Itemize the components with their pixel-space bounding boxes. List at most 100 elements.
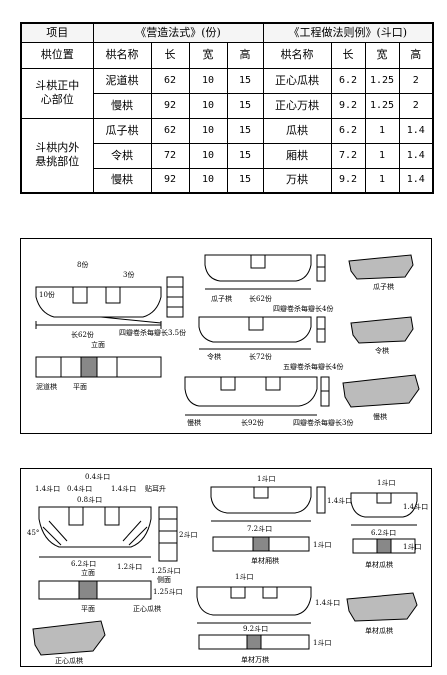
cell-name1: 瓜子栱 <box>92 117 152 144</box>
table-subheader-row: 栱位置 栱名称 长 宽 高 栱名称 长 宽 高 <box>20 41 434 69</box>
zhengxin-side <box>158 506 178 562</box>
cell-length2: 9.2 <box>330 92 366 119</box>
label-photo-ling: 令栱 <box>375 346 389 355</box>
label-xiang-top: 1斗口 <box>257 475 275 483</box>
wan-arm <box>196 586 312 616</box>
label-guazi-name: 瓜子栱 <box>211 294 232 303</box>
label-xiang-name: 单材厢栱 <box>251 556 279 565</box>
cell-name2: 万栱 <box>262 167 332 194</box>
subheader-width2: 宽 <box>364 41 400 69</box>
cell-name2: 厢栱 <box>262 142 332 169</box>
label-dim-8: 8份 <box>77 260 88 269</box>
gongcheng-bracket-drawings: 0.4斗口 1.4斗口 0.4斗口 1.4斗口 贴耳升 0.8斗口 45° 6.… <box>20 468 432 667</box>
xiang-arm <box>210 486 312 514</box>
table-row: 斗栱内外悬挑部位 瓜子栱 62 10 15 瓜栱 6.2 1 1.4 <box>20 117 434 194</box>
label-photo-guazi: 瓜子栱 <box>373 282 394 291</box>
photo-guazi-shape <box>348 254 414 280</box>
label-d14b: 1.4斗口 <box>111 485 136 493</box>
label-gua-name: 单材瓜栱 <box>365 560 393 569</box>
gua-arm <box>350 492 418 518</box>
cell-height1: 15 <box>226 67 264 94</box>
label-wan-side: 1.4斗口 <box>315 599 340 607</box>
label-gua-len: 6.2斗口 <box>371 529 396 537</box>
cell-length2: 9.2 <box>330 167 366 194</box>
label-xiang-len: 7.2斗口 <box>247 525 272 533</box>
cell-width1: 10 <box>188 67 228 94</box>
nidao-slot-2 <box>105 286 121 304</box>
label-d08: 0.8斗口 <box>77 496 102 504</box>
photo-gua-shape <box>346 592 418 622</box>
photo-zhengxin-shape <box>32 620 106 656</box>
cell-height1: 15 <box>226 92 264 119</box>
label-guazi-len: 长62份 <box>249 294 272 303</box>
cell-length1: 62 <box>150 67 190 94</box>
subheader-height1: 高 <box>226 41 264 69</box>
ling-arm <box>198 316 312 343</box>
label-d45: 45° <box>27 529 39 537</box>
yingzao-bracket-drawings: 8份 3份 10份 长62份 立面 四瓣卷杀每瓣长3.5份 泥道栱 平面 瓜子栱… <box>20 238 432 434</box>
nidao-plan-center <box>80 356 98 378</box>
zhengxin-arm-elevation <box>38 506 152 548</box>
label-man-len: 长92份 <box>241 418 264 427</box>
cell-length1: 92 <box>150 92 190 119</box>
photo-ling-shape <box>350 316 414 344</box>
subheader-position: 栱位置 <box>20 41 94 69</box>
label-gua-side: 1.4斗口 <box>403 503 428 511</box>
label-wan-len: 9.2斗口 <box>243 625 268 633</box>
cell-length1: 62 <box>150 117 190 144</box>
subheader-name2: 栱名称 <box>262 41 332 69</box>
photo-man-shape <box>342 374 420 408</box>
cell-height2: 2 <box>398 67 434 94</box>
label-juan-5: 五瓣卷杀每瓣长4份 <box>283 362 343 371</box>
subheader-length2: 长 <box>330 41 366 69</box>
cell-height1: 15 <box>226 167 264 194</box>
label-tiemian: 贴耳升 <box>145 484 166 493</box>
label-gua-top: 1斗口 <box>377 479 395 487</box>
gongcheng-drawing-svg: 0.4斗口 1.4斗口 0.4斗口 1.4斗口 贴耳升 0.8斗口 45° 6.… <box>27 473 428 665</box>
cell-width1: 10 <box>188 92 228 119</box>
label-juan-3: 四瓣卷杀每瓣长3份 <box>293 418 353 427</box>
label-limian: 立面 <box>81 568 95 577</box>
label-dim-10: 10份 <box>39 290 55 299</box>
cell-name2: 瓜栱 <box>262 117 332 144</box>
cell-length2: 6.2 <box>330 67 366 94</box>
cell-height2: 2 <box>398 92 434 119</box>
label-nidao-len: 长62份 <box>71 330 94 339</box>
label-wan-top: 1斗口 <box>235 573 253 581</box>
header-gongcheng: 《工程做法则例》(斗口) <box>262 22 434 43</box>
label-photo-zhengxin: 正心瓜栱 <box>55 656 83 665</box>
label-cemian: 侧面 <box>157 575 171 584</box>
cell-name1: 慢栱 <box>92 92 152 119</box>
cell-name1: 泥道栱 <box>92 67 152 94</box>
table-row: 斗栱正中心部位 泥道栱 62 10 15 正心瓜栱 6.2 1.25 2 <box>20 67 434 119</box>
label-wan-plan-side: 1斗口 <box>313 639 331 647</box>
label-photo-man: 慢栱 <box>373 412 387 421</box>
bracket-comparison-table: 项目 《营造法式》(份) 《工程做法则例》(斗口) 栱位置 栱名称 长 宽 高 … <box>20 22 435 194</box>
cell-length2: 6.2 <box>330 117 366 144</box>
label-pingmian: 平面 <box>81 605 95 613</box>
subheader-name1: 栱名称 <box>92 41 152 69</box>
label-dim-3: 3份 <box>123 270 134 279</box>
table-row: 慢栱 92 10 15 万栱 9.2 1 1.4 <box>21 167 434 194</box>
cell-name1: 慢栱 <box>92 167 152 194</box>
subheader-length1: 长 <box>150 41 190 69</box>
label-zhengxin-g: 正心瓜栱 <box>133 604 161 613</box>
label-xiang-side: 1.4斗口 <box>327 497 352 505</box>
table-header-row: 项目 《营造法式》(份) 《工程做法则例》(斗口) <box>20 22 434 43</box>
guazi-arm <box>204 254 312 282</box>
cell-length1: 72 <box>150 142 190 169</box>
group-position: 斗栱正中心部位 <box>20 67 94 119</box>
label-gua-plan-side: 1斗口 <box>403 543 421 551</box>
label-d62: 6.2斗口 <box>71 560 96 568</box>
label-limian: 立面 <box>91 340 105 349</box>
header-item: 项目 <box>20 22 94 43</box>
label-wan-name: 单材万栱 <box>241 655 269 664</box>
label-xiang-plan-side: 1斗口 <box>313 541 331 549</box>
group-position: 斗栱内外悬挑部位 <box>20 117 94 194</box>
nidao-plan <box>35 356 162 378</box>
label-d14a: 1.4斗口 <box>35 485 60 493</box>
nidao-arm-elevation <box>35 286 162 318</box>
label-d04b: 0.4斗口 <box>67 485 92 493</box>
cell-width1: 10 <box>188 167 228 194</box>
label-juan-4: 四瓣卷杀每瓣长4份 <box>273 304 333 313</box>
